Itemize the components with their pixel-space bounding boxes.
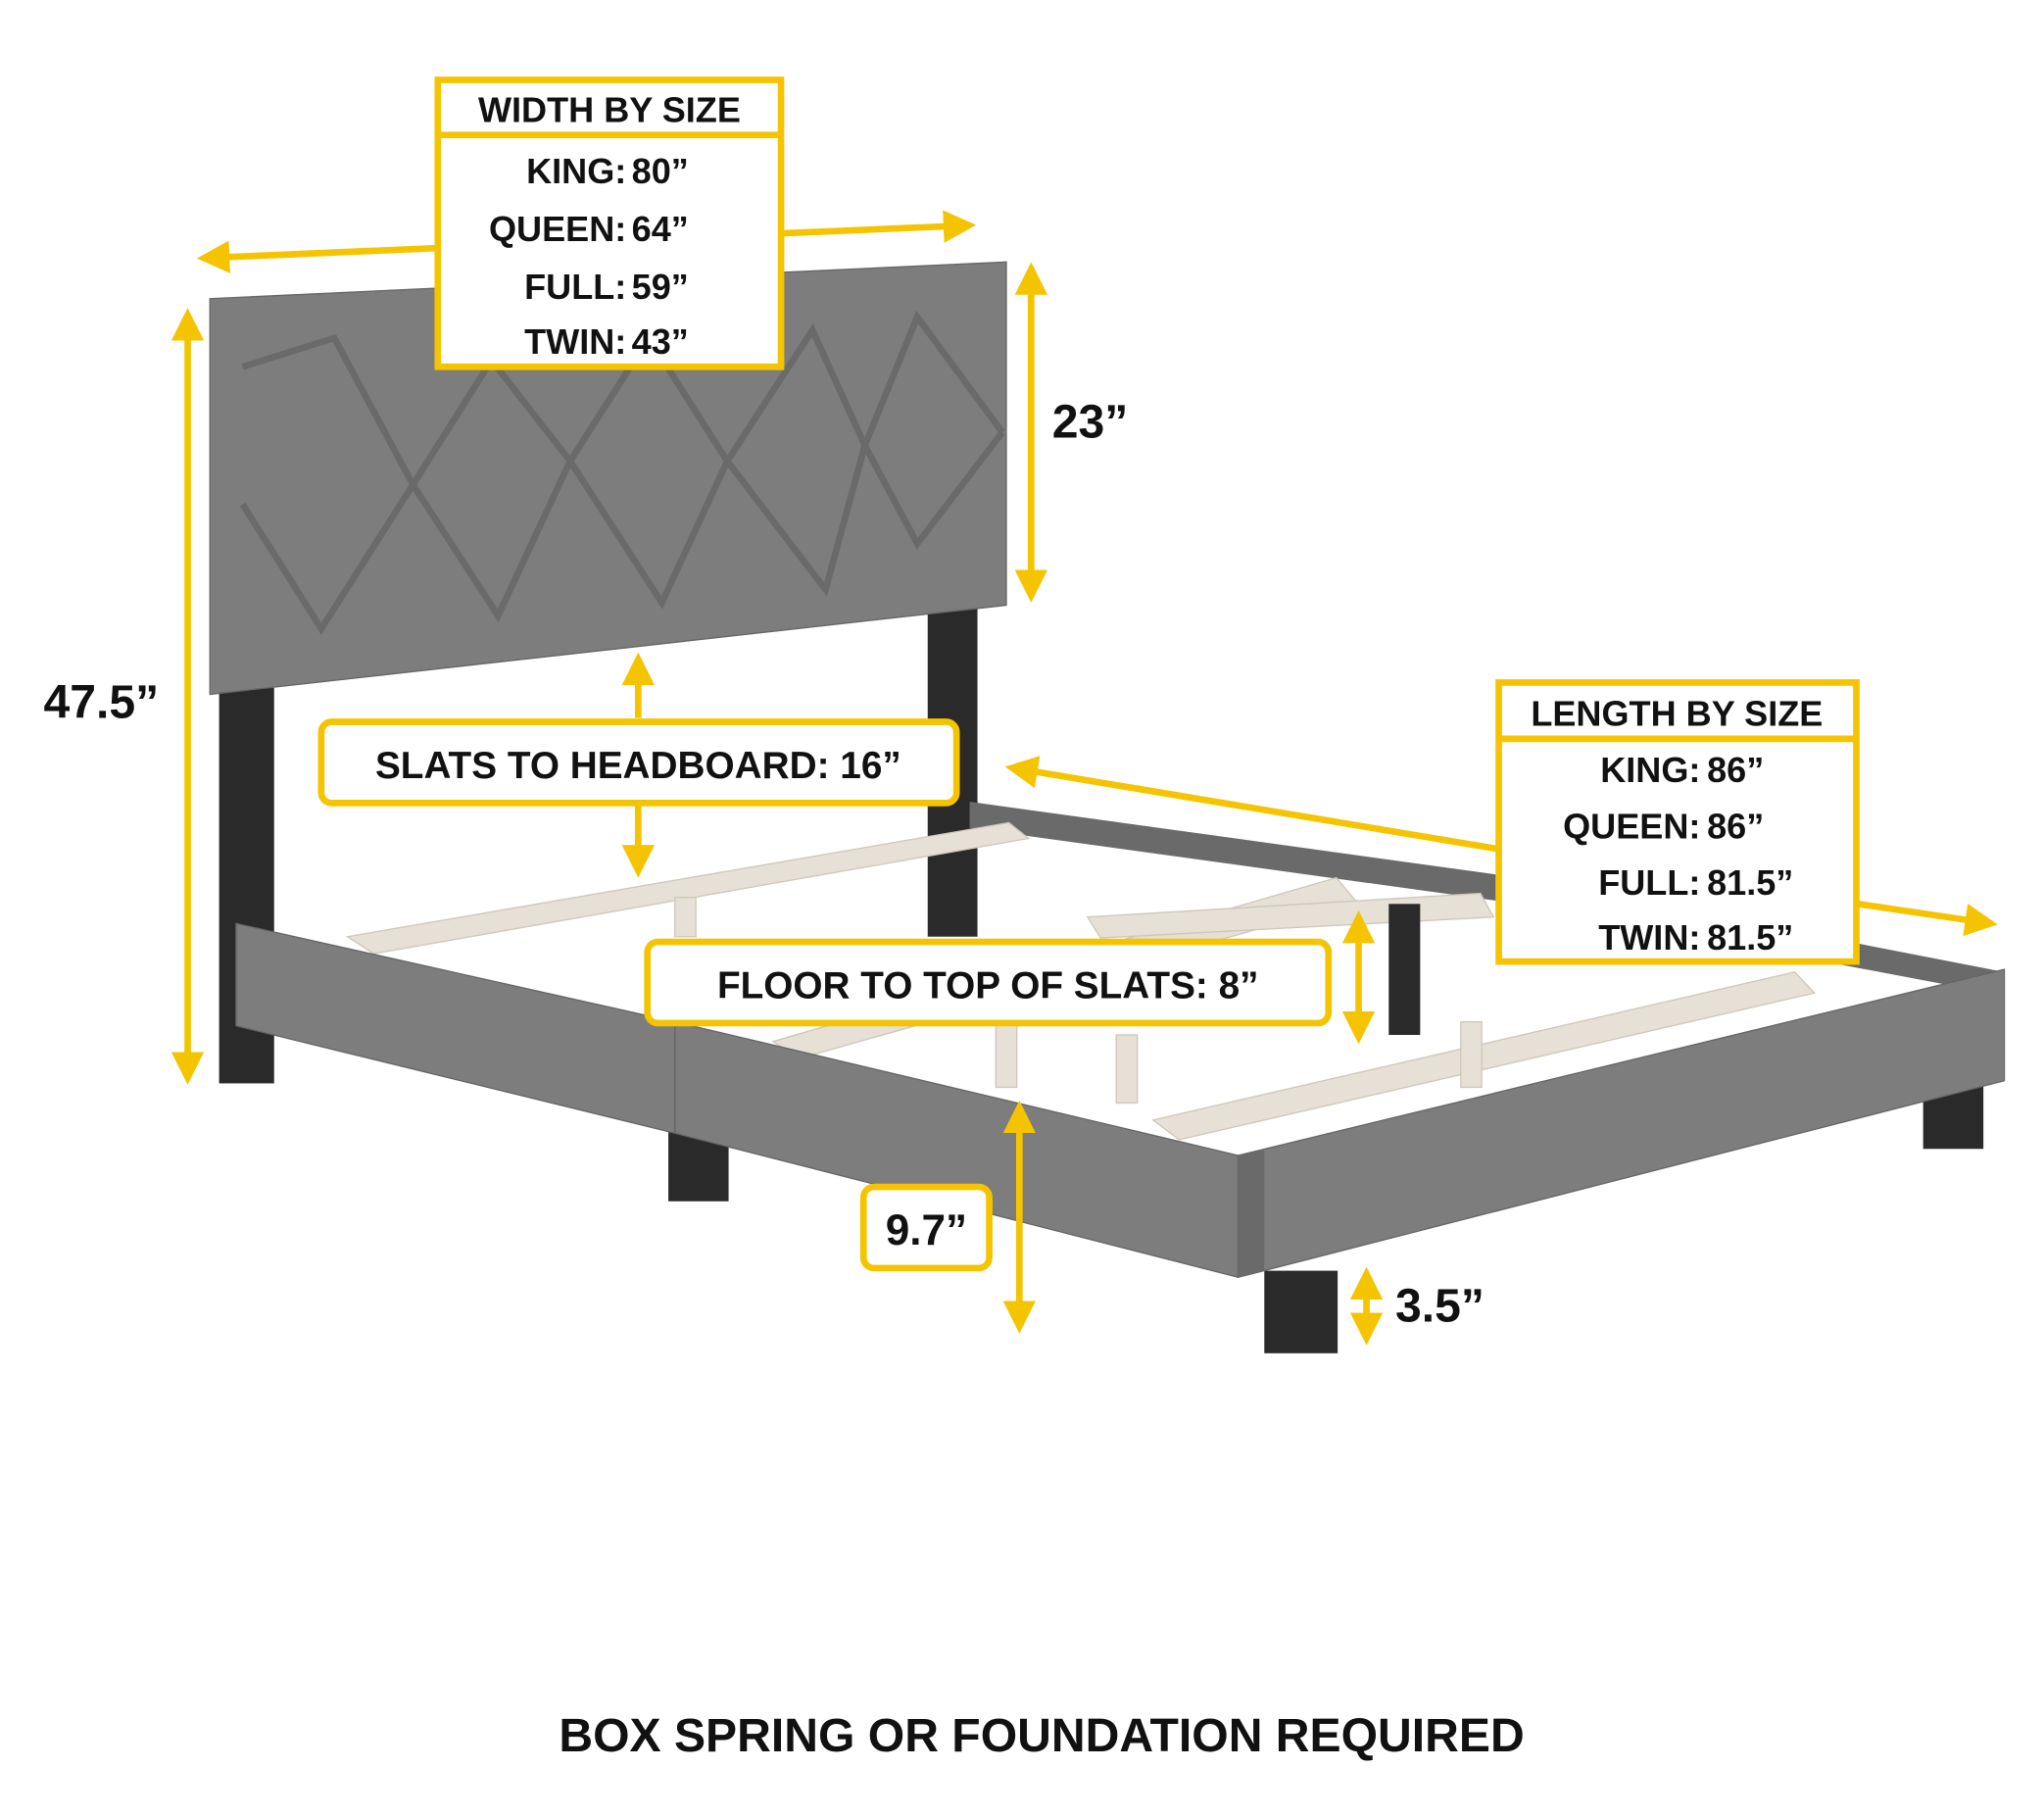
- slat-support: [674, 896, 697, 938]
- headboard-height-label: 23”: [1052, 395, 1129, 448]
- length-size-label: KING:: [1600, 750, 1700, 790]
- slat-support: [1115, 1034, 1139, 1105]
- length-arrow-end: [1857, 901, 1998, 937]
- width-size-label: KING:: [526, 151, 626, 191]
- slat-support: [1460, 1020, 1483, 1089]
- width-size-value: 59”: [632, 267, 689, 307]
- far-side-rail: [969, 802, 2005, 996]
- width-box-frame: [434, 76, 785, 370]
- length-size-label: QUEEN:: [1563, 806, 1700, 846]
- length-size-value: 81.5”: [1707, 917, 1793, 958]
- slats-to-headboard-label: SLATS TO HEADBOARD: 16”: [375, 745, 901, 787]
- length-box-frame: [1495, 679, 1860, 965]
- rail-callout-frame: [859, 1183, 993, 1272]
- width-box-title: WIDTH BY SIZE: [478, 89, 741, 129]
- width-size-label: TWIN:: [524, 321, 626, 362]
- length-size-value: 81.5”: [1707, 862, 1793, 903]
- floor-to-slats-callout: FLOOR TO TOP OF SLATS: 8”: [644, 938, 1333, 1027]
- length-size-value: 86”: [1707, 806, 1764, 846]
- width-size-value: 80”: [632, 151, 689, 191]
- rail-height-callout: 9.7”: [859, 1183, 993, 1272]
- length-size-label: TWIN:: [1598, 917, 1700, 958]
- slats-to-headboard-callout: SLATS TO HEADBOARD: 16”: [317, 718, 960, 807]
- foot-rail-end: [1238, 1150, 1265, 1278]
- leg: [1264, 1270, 1338, 1353]
- center-leg: [1388, 904, 1421, 1035]
- width-by-size-box: WIDTH BY SIZE KING: 80” QUEEN: 64” FULL:…: [434, 76, 785, 370]
- width-size-value: 43”: [632, 321, 689, 362]
- length-size-value: 86”: [1707, 750, 1764, 790]
- leg-height-label: 3.5”: [1395, 1280, 1484, 1333]
- width-size-value: 64”: [632, 209, 689, 249]
- floor-to-slats-label: FLOOR TO TOP OF SLATS: 8”: [717, 965, 1259, 1007]
- slat-support: [995, 1020, 1018, 1089]
- floor-callout-frame: [644, 938, 1333, 1027]
- length-by-size-box: LENGTH BY SIZE KING: 86” QUEEN: 86” FULL…: [1495, 679, 1860, 965]
- headboard-stitching: [239, 430, 1005, 635]
- rail-height-label: 9.7”: [886, 1206, 967, 1254]
- footer-note: BOX SPRING OR FOUNDATION REQUIRED: [559, 1709, 1524, 1762]
- slat: [1151, 971, 1816, 1141]
- near-side-rail: [235, 922, 676, 1135]
- width-size-label: QUEEN:: [489, 209, 626, 249]
- length-size-label: FULL:: [1598, 862, 1700, 903]
- length-arrow: [1004, 756, 1498, 853]
- width-size-label: FULL:: [524, 267, 626, 307]
- total-height-label: 47.5”: [43, 676, 159, 729]
- length-box-title: LENGTH BY SIZE: [1531, 694, 1823, 734]
- slat: [345, 821, 1031, 955]
- slats-callout-frame: [317, 718, 960, 807]
